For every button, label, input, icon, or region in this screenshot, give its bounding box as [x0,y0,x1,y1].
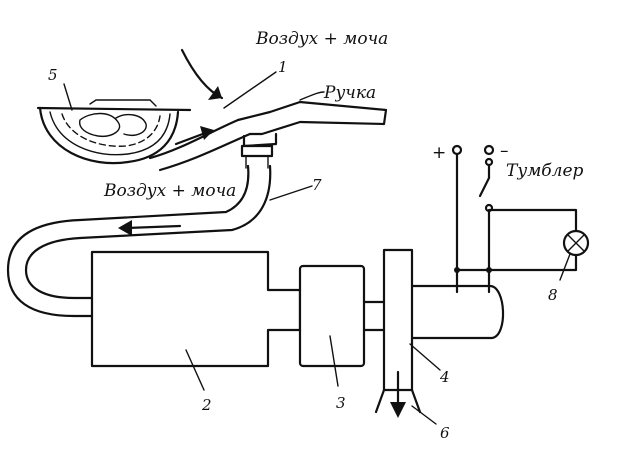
tank [90,250,302,368]
number-7: 7 [312,176,322,194]
label-air-urine-mid: Воздух + моча [103,181,236,201]
flow-arrow-inlet [180,48,224,100]
number-1: 1 [278,58,288,76]
number-4: 4 [439,368,450,386]
flow-arrow-tube [174,126,214,146]
hose [6,164,272,318]
electric-circuit [451,144,578,294]
label-air-urine-top: Воздух + моча [255,29,388,49]
indicator-lamp [562,229,590,257]
number-6: 6 [440,424,450,442]
number-8: 8 [548,286,558,304]
tube-clamp [240,144,274,169]
number-2: 2 [201,396,212,414]
flow-arrow-exhaust [390,370,406,418]
motor [298,264,386,368]
number-5: 5 [48,66,58,84]
label-plus: + [432,143,446,163]
leader-lines [63,71,571,425]
label-toggle: Тумблер [506,161,584,181]
flow-arrow-hose [118,220,182,236]
number-3: 3 [336,394,346,412]
receiver-cup [36,99,192,165]
label-minus: – [500,141,509,161]
handle-tube [148,100,388,172]
fan-housing [374,248,505,414]
label-handle: Ручка [323,83,376,103]
